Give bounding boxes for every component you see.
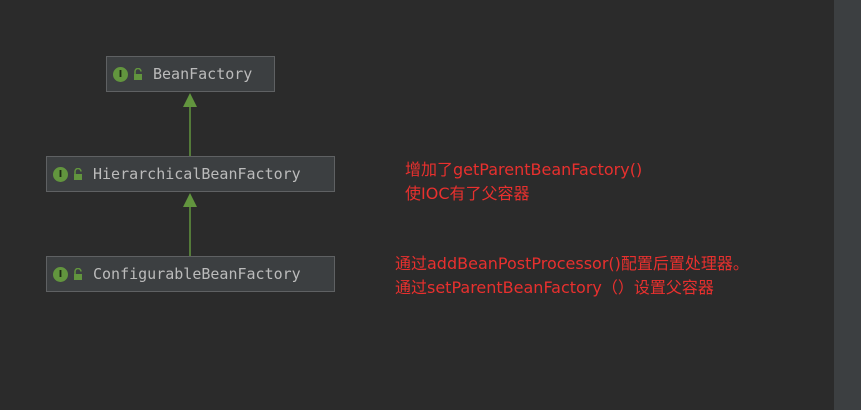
node-label: ConfigurableBeanFactory bbox=[93, 265, 301, 283]
edge-arrowhead-icon bbox=[183, 193, 197, 207]
vertical-scrollbar[interactable] bbox=[834, 0, 861, 410]
annotation-line: 通过setParentBeanFactory（）设置父容器 bbox=[395, 278, 714, 297]
edges-layer bbox=[183, 93, 197, 256]
unlock-icon bbox=[134, 67, 142, 80]
node-label: HierarchicalBeanFactory bbox=[93, 165, 301, 183]
unlock-icon bbox=[74, 267, 82, 280]
annotation-line: 使IOC有了父容器 bbox=[405, 184, 530, 203]
node-bean-factory[interactable]: I BeanFactory bbox=[106, 56, 275, 92]
node-configurable-bean-factory[interactable]: I ConfigurableBeanFactory bbox=[46, 256, 335, 292]
interface-icon: I bbox=[53, 266, 68, 282]
interface-icon: I bbox=[53, 166, 68, 182]
scrollbar-thumb[interactable] bbox=[834, 0, 861, 410]
annotation-line: 增加了getParentBeanFactory() bbox=[405, 160, 643, 179]
annotation-line: 通过addBeanPostProcessor()配置后置处理器。 bbox=[395, 254, 749, 273]
node-hierarchical-bean-factory[interactable]: I HierarchicalBeanFactory bbox=[46, 156, 335, 192]
annotation-configurable: 通过addBeanPostProcessor()配置后置处理器。 通过setPa… bbox=[395, 252, 749, 300]
diagram-canvas: I BeanFactory I HierarchicalBeanFactory … bbox=[46, 56, 749, 300]
edge-arrowhead-icon bbox=[183, 93, 197, 107]
node-label: BeanFactory bbox=[153, 65, 253, 83]
unlock-icon bbox=[74, 167, 82, 180]
annotation-hierarchical: 增加了getParentBeanFactory() 使IOC有了父容器 bbox=[405, 158, 642, 206]
interface-icon: I bbox=[113, 66, 128, 82]
